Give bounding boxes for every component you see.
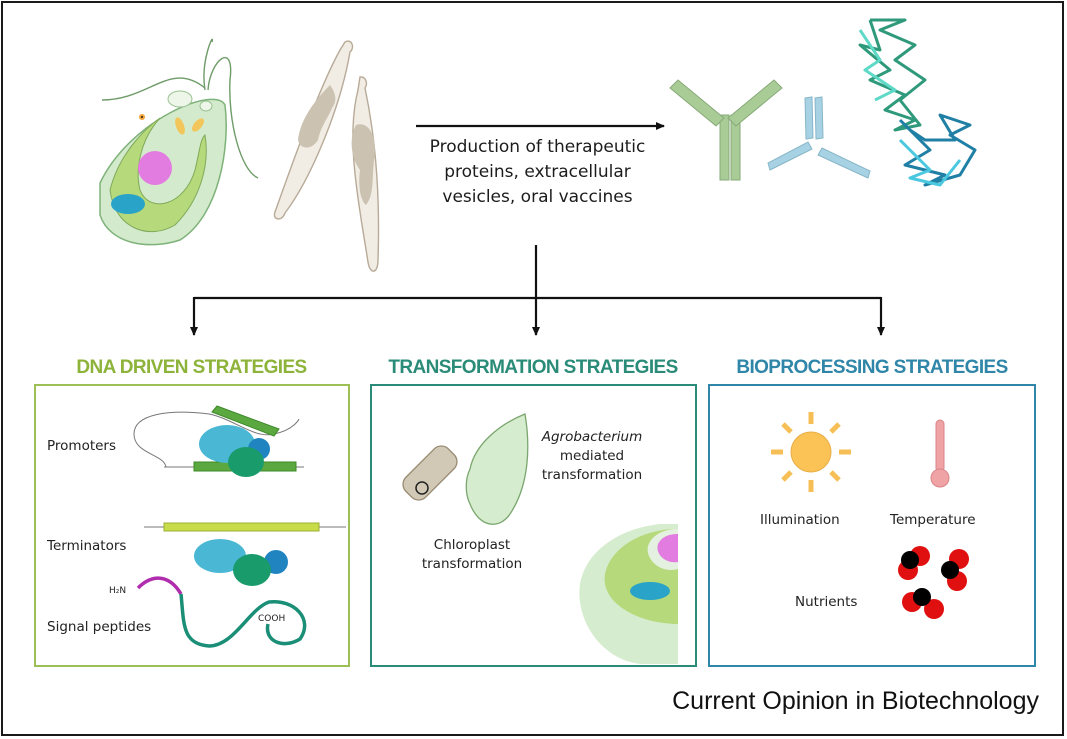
agrobacterium-cell-icon bbox=[402, 413, 529, 525]
nutrient-molecule-icon bbox=[898, 546, 969, 619]
promoter-diagram-icon bbox=[133, 405, 304, 477]
production-line: vesicles, oral vaccines bbox=[442, 187, 633, 207]
chloroplast-cell-icon bbox=[579, 524, 678, 664]
illumination-label: Illumination bbox=[760, 512, 840, 528]
sun-icon bbox=[771, 412, 851, 492]
diatom-icon bbox=[273, 40, 380, 272]
chloroplast-line: Chloroplast bbox=[433, 537, 511, 553]
chloroplast-line: transformation bbox=[421, 556, 523, 572]
journal-name: Current Opinion in Biotechnology bbox=[672, 687, 1039, 715]
bioprocessing-strategies-panel: Illumination Temperature Nutrients bbox=[708, 384, 1036, 667]
section-title-transformation: TRANSFORMATION STRATEGIES bbox=[388, 357, 678, 378]
nutrients-label: Nutrients bbox=[795, 594, 858, 610]
transformation-panel-art bbox=[402, 413, 678, 664]
production-description: Production of therapeutic proteins, extr… bbox=[405, 135, 670, 210]
dna-panel-art bbox=[133, 405, 346, 648]
signal-peptide-icon bbox=[136, 576, 307, 648]
section-title-bioprocessing: BIOPROCESSING STRATEGIES bbox=[736, 357, 1008, 378]
agrobacterium-name: Agrobacterium bbox=[541, 429, 643, 445]
transformation-strategies-panel: Agrobacterium mediated transformation Ch… bbox=[370, 384, 697, 667]
promoters-label: Promoters bbox=[47, 438, 117, 454]
terminators-label: Terminators bbox=[47, 538, 127, 554]
bioprocessing-panel-art bbox=[771, 412, 969, 619]
terminator-diagram-icon bbox=[144, 522, 346, 586]
thermometer-icon bbox=[930, 419, 950, 488]
protein-structure-icon bbox=[858, 18, 977, 187]
production-line: proteins, extracellular bbox=[444, 162, 631, 182]
agrobacterium-line: transformation bbox=[541, 467, 643, 483]
section-title-dna: DNA DRIVEN STRATEGIES bbox=[76, 357, 307, 378]
signal-peptides-label: Signal peptides bbox=[47, 619, 152, 635]
agrobacterium-line: mediated bbox=[559, 448, 625, 464]
chloroplast-label: Chloroplast transformation bbox=[412, 536, 532, 574]
euglena-cell-icon bbox=[99, 38, 259, 246]
carboxyl-terminus-label: COOH bbox=[258, 614, 286, 624]
production-line: Production of therapeutic bbox=[429, 137, 646, 157]
temperature-label: Temperature bbox=[890, 512, 976, 528]
antibody-icon bbox=[669, 79, 871, 181]
dna-strategies-panel: Promoters Terminators Signal peptides H₂… bbox=[34, 384, 350, 667]
amino-terminus-label: H₂N bbox=[109, 586, 127, 596]
agrobacterium-label: Agrobacterium mediated transformation bbox=[522, 428, 662, 485]
